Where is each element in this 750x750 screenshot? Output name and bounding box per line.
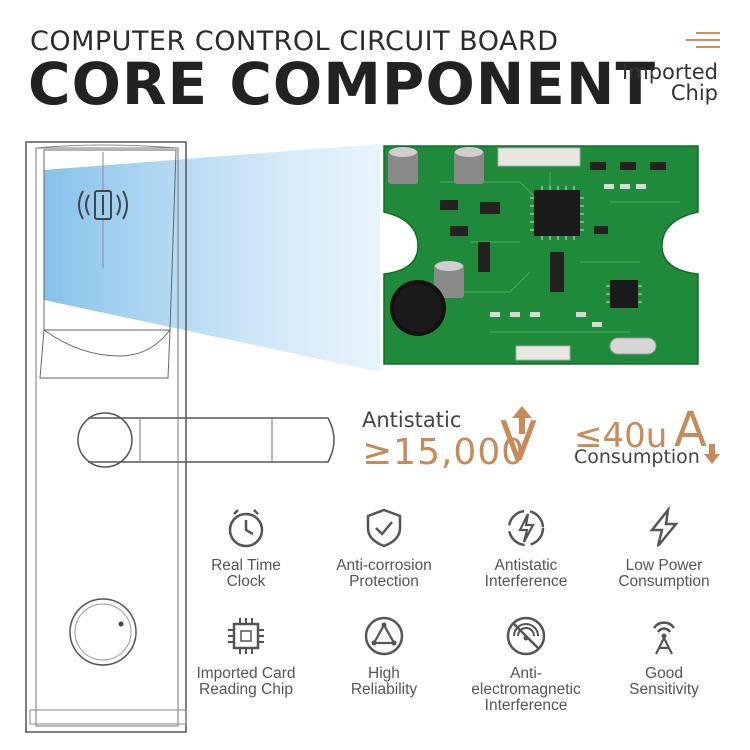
page-title: CORE COMPONENT [28,50,657,118]
feature-line2: Interference [484,697,568,714]
antistatic-label: Antistatic [362,408,462,432]
feature-line1: Antistatic [494,557,558,574]
consumption-label: Consumption [574,446,700,468]
lightning-circle-icon [507,509,545,547]
feature-line1: Anti-corrosion [336,557,432,574]
consumption-value: ≤40u [574,416,668,456]
signal-block-icon [506,616,546,656]
lock-plate-outline [25,141,187,733]
antistatic-spec: Antistatic ≥15,000 V [362,408,537,473]
feature-line2: Sensitivity [629,681,699,698]
down-arrow-icon [704,444,720,464]
consumption-unit: A [674,402,707,458]
shield-check-icon [366,508,402,548]
feature-line1: Real Time [211,557,281,574]
capacitor [454,147,484,184]
feature-line1: Low Power [625,557,703,574]
header-subtitle: COMPUTER CONTROL CIRCUIT BOARD [30,26,559,57]
door-lock-illustration [25,141,380,733]
feature-line2: Protection [349,573,419,590]
feature-line2: Interference [484,573,568,590]
signal-beam [44,144,380,372]
feature-line1: High [368,665,400,682]
feature-good-sensitivity: Good Sensitivity [594,614,734,698]
antenna-icon [652,621,676,655]
clock-icon [228,509,264,548]
badge-line1: Imported [622,60,718,84]
rfid-icon [78,190,128,220]
up-arrow-icon [512,406,532,434]
imported-chip-badge: Imported Chip [622,62,718,104]
feature-line1: Anti-electromagnetic [471,665,581,698]
feature-high-reliability: High Reliability [314,614,454,698]
bolt-icon [649,506,679,547]
feature-line2: Clock [226,573,266,590]
feature-anti-electromagnetic: Anti-electromagnetic Interference [456,614,596,714]
feature-antistatic: Antistatic Interference [456,506,596,590]
chip-icon [228,618,264,654]
connector [497,147,581,167]
feature-line2: Reliability [350,681,418,698]
antistatic-value: ≥15,000 [362,432,526,473]
feature-line1: Good [645,665,683,682]
feature-line1: Imported Card [196,665,296,682]
feature-line2: Consumption [618,573,710,590]
capacitor [434,261,464,298]
feature-real-time-clock: Real Time Clock [176,506,316,590]
lever-handle [77,412,335,468]
antistatic-unit: V [500,410,537,473]
feature-low-power: Low Power Consumption [594,506,734,590]
pcb-board [383,145,699,365]
reader-chip [606,280,642,308]
circuit-board-image [383,145,699,365]
microcontroller-chip [530,186,584,240]
feature-anti-corrosion: Anti-corrosion Protection [314,506,454,590]
badge-line2: Chip [670,81,718,105]
consumption-spec: ≤40u A Consumption [574,402,707,468]
crystal-oscillator [609,337,657,355]
triangle-network-icon [364,616,404,656]
key-cylinder [69,598,137,666]
feature-line2: Reading Chip [199,681,293,698]
connector [515,345,571,361]
capacitor [388,147,418,184]
feature-imported-card-chip: Imported Card Reading Chip [176,614,316,698]
menu-lines-icon [686,30,720,50]
